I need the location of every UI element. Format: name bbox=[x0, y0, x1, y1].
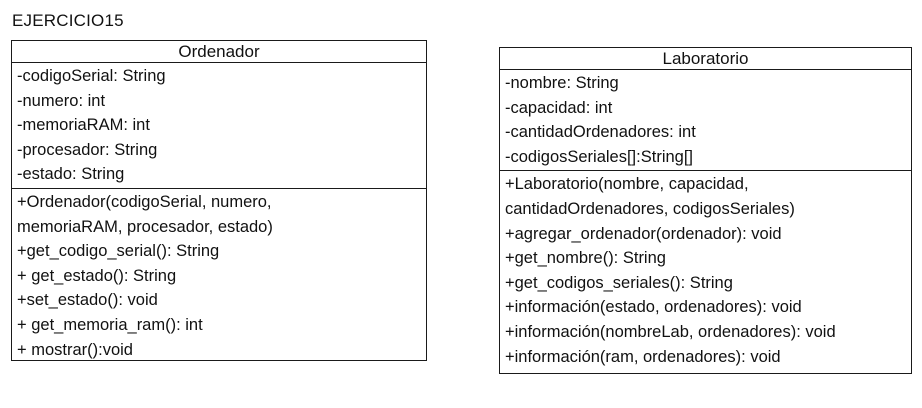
attribute-nombre: -nombre: String bbox=[505, 74, 619, 92]
method-get-memoria-ram: + get_memoria_ram(): int bbox=[17, 315, 203, 334]
method-agregar-ordenador: +agregar_ordenador(ordenador): void bbox=[505, 224, 782, 243]
method-get-codigos-seriales: +get_codigos_seriales(): String bbox=[505, 273, 733, 292]
attribute-codigo-serial: -codigoSerial: String bbox=[17, 67, 166, 85]
attribute-cantidad-ordenadores: -cantidadOrdenadores: int bbox=[505, 123, 696, 142]
method-constructor-line-2: memoriaRAM, procesador, estado) bbox=[17, 217, 273, 236]
method-get-codigo-serial: +get_codigo_serial(): String bbox=[17, 242, 220, 261]
method-get-estado: + get_estado(): String bbox=[17, 266, 177, 285]
method-get-nombre: +get_nombre(): String bbox=[505, 249, 666, 268]
method-mostrar: + mostrar():void bbox=[17, 340, 133, 359]
attribute-numero: -numero: int bbox=[17, 91, 106, 110]
class-box-ordenador: Ordenador -codigoSerial: String -numero:… bbox=[11, 40, 427, 361]
method-informacion-nombre-lab: +información(nombreLab, ordenadores): vo… bbox=[505, 322, 836, 341]
class-box-laboratorio: Laboratorio -nombre: String -capacidad: … bbox=[499, 47, 912, 374]
attribute-memoria-ram: -memoriaRAM: int bbox=[17, 116, 150, 135]
attribute-estado: -estado: String bbox=[17, 165, 125, 184]
page-title: EJERCICIO15 bbox=[12, 11, 124, 30]
attribute-codigos-seriales: -codigosSeriales[]:String[] bbox=[505, 147, 694, 166]
methods-section-ordenador: +Ordenador(codigoSerial, numero, memoria… bbox=[12, 189, 426, 363]
attributes-section-laboratorio: -nombre: String -capacidad: int -cantida… bbox=[500, 70, 911, 172]
method-informacion-estado: +información(estado, ordenadores): void bbox=[505, 298, 802, 317]
method-constructor-line-1: +Ordenador(codigoSerial, numero, bbox=[17, 192, 272, 211]
method-set-estado: +set_estado(): void bbox=[17, 291, 158, 310]
attribute-capacidad: -capacidad: int bbox=[505, 98, 613, 117]
class-name-ordenador: Ordenador bbox=[12, 41, 426, 63]
class-name-laboratorio: Laboratorio bbox=[500, 48, 911, 70]
method-informacion-ram: +información(ram, ordenadores): void bbox=[505, 347, 781, 366]
attribute-procesador: -procesador: String bbox=[17, 140, 158, 159]
attributes-section-ordenador: -codigoSerial: String -numero: int -memo… bbox=[12, 63, 426, 189]
method-constructor-line-2: cantidadOrdenadores, codigosSeriales) bbox=[505, 199, 795, 218]
methods-section-laboratorio: +Laboratorio(nombre, capacidad, cantidad… bbox=[500, 171, 911, 370]
method-constructor-line-1: +Laboratorio(nombre, capacidad, bbox=[505, 175, 749, 194]
